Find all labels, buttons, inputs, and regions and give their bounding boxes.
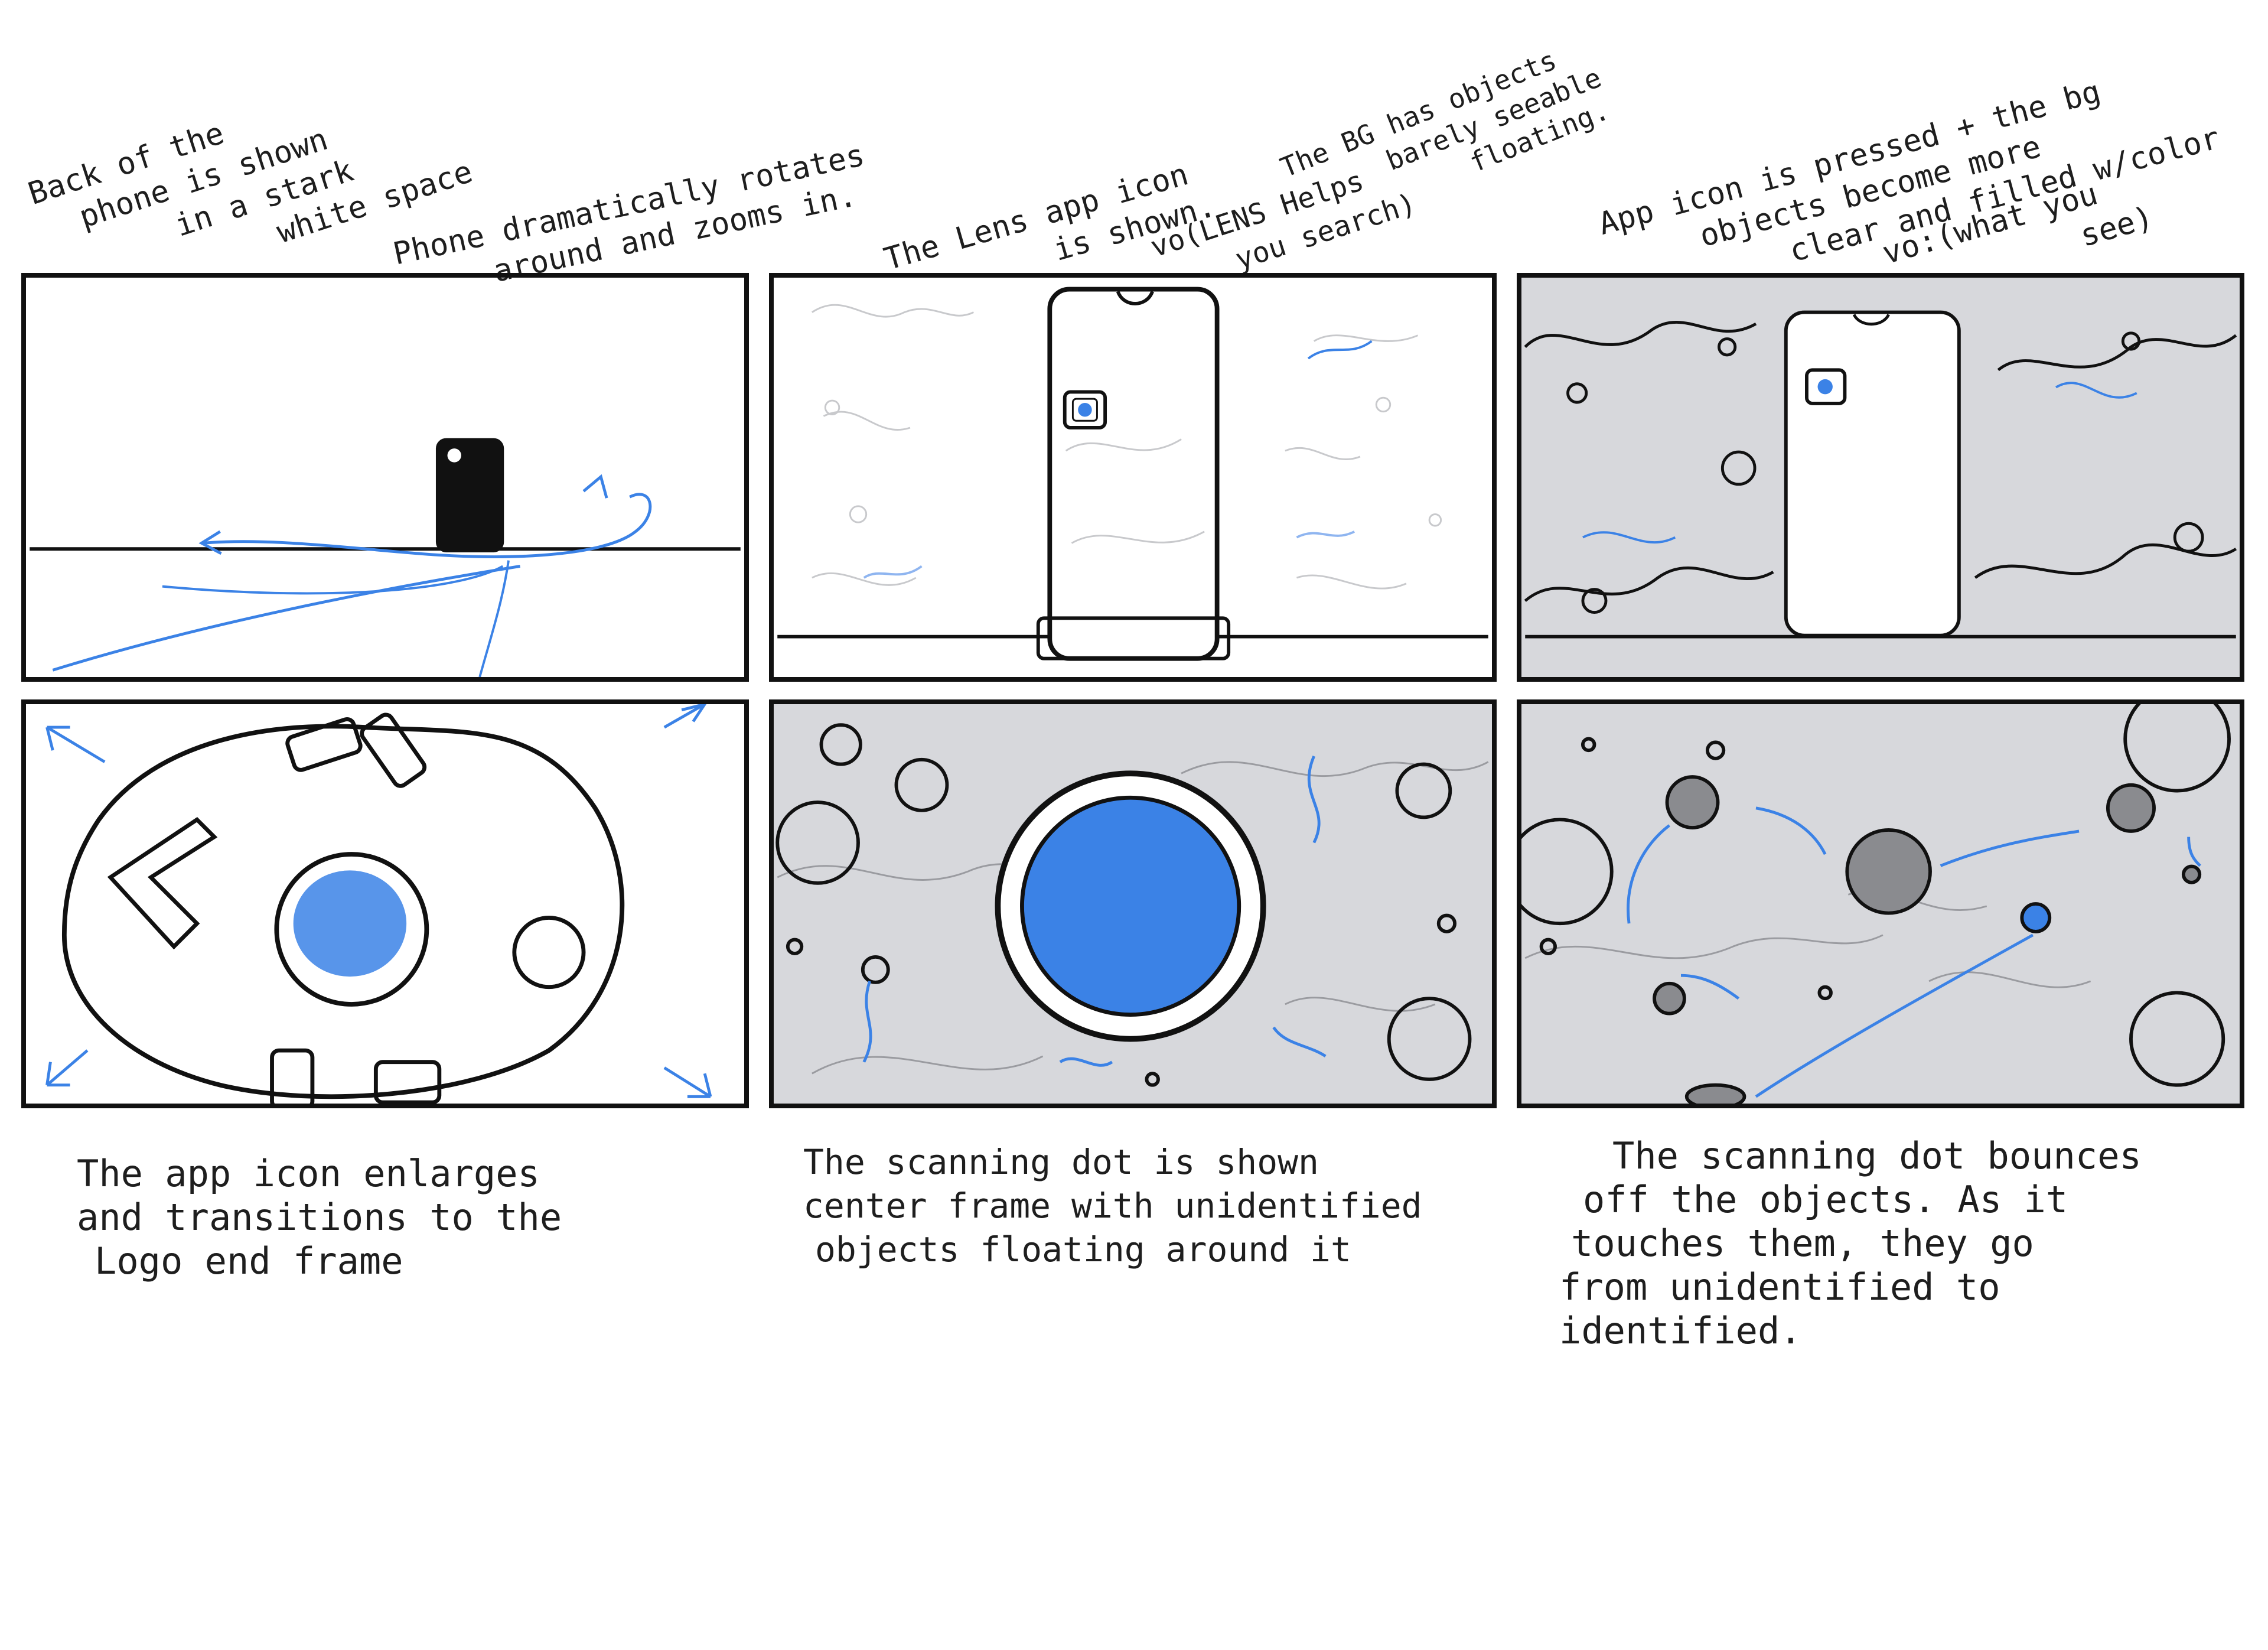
caption-line: off the objects. As it (1583, 1178, 2068, 1221)
faint-floating-objects (812, 304, 1442, 590)
floating-arrow (1582, 531, 1676, 544)
lens-corner-bracket (107, 816, 218, 950)
bounce-arrows (1627, 806, 2201, 1098)
panel-2-drawing (777, 287, 1488, 661)
rotation-arrow (203, 493, 652, 558)
lens-corner-bracket (373, 1060, 442, 1104)
lens-corner-bracket (285, 717, 363, 772)
expand-arrows (45, 704, 712, 1098)
caption-line: and transitions to the (77, 1196, 562, 1239)
lens-icon-dot (1078, 402, 1092, 417)
faint-floating-objects (1065, 438, 1205, 544)
panel-6-drawing (1521, 704, 2231, 1104)
storyboard-panel-1 (21, 273, 749, 682)
swoosh-line (478, 560, 510, 677)
scanning-dot (293, 870, 407, 977)
swoosh-line (162, 565, 504, 595)
caption-line: The scanning dot is shown (803, 1142, 1319, 1182)
storyboard-panel-5 (769, 699, 1497, 1108)
floating-arrow (1296, 531, 1355, 539)
caption-panel-4: The app icon enlarges and transitions to… (77, 1152, 562, 1283)
phone-back (435, 438, 504, 552)
caption-line: Logo end frame (94, 1239, 403, 1283)
floating-arrow (1307, 340, 1373, 360)
camera-lens (447, 448, 461, 463)
caption-line: The scanning dot bounces (1612, 1134, 2142, 1177)
lens-icon-dot (1817, 379, 1833, 395)
caption-line: center frame with unidentified (803, 1186, 1422, 1226)
storyboard-panel-3 (1517, 273, 2244, 682)
caption-panel-6: The scanning dot bounces off the objects… (1559, 1134, 2142, 1353)
caption-line: from unidentified to (1559, 1265, 2000, 1309)
panel-1-drawing (30, 438, 741, 677)
lens-corner-bracket (360, 712, 427, 788)
caption-line: objects floating around it (815, 1229, 1351, 1270)
faint-floating-objects (1524, 890, 2091, 988)
arrow-head (582, 474, 608, 499)
storyboard-panel-4 (21, 699, 749, 1108)
scanning-dot (1020, 795, 1241, 1017)
panel-5-drawing (775, 723, 1489, 1087)
caption-line: touches them, they go (1571, 1222, 2034, 1265)
unidentified-objects (1521, 704, 2231, 1087)
floating-objects (1524, 320, 2237, 614)
arrow-head (198, 530, 222, 555)
phone-notch (1852, 314, 1890, 326)
floating-arrows (862, 755, 1327, 1067)
phone-front (1784, 310, 1961, 637)
caption-line: identified. (1559, 1309, 1802, 1352)
storyboard-panel-6 (1517, 699, 2244, 1108)
panel-4-drawing (45, 704, 712, 1104)
phone-front (1047, 287, 1220, 661)
small-circle (512, 916, 586, 990)
floating-arrow (863, 565, 923, 579)
caption-panel-5: The scanning dot is shown center frame w… (803, 1140, 1422, 1271)
panel-3-drawing (1524, 310, 2237, 639)
caption-line: The app icon enlarges (77, 1152, 540, 1195)
enlarged-icon-outline (61, 724, 625, 1099)
scanning-dot (2020, 902, 2052, 933)
lens-icon-frame (1071, 398, 1098, 422)
phone-notch (1116, 291, 1154, 305)
storyboard-panel-2 (769, 273, 1497, 682)
unidentified-objects (775, 723, 1472, 1087)
lens-corner-bracket (270, 1048, 315, 1104)
swoosh-line (52, 565, 520, 672)
phone-base (1036, 616, 1231, 660)
identified-objects (1653, 775, 2202, 1104)
floating-arrow (2055, 382, 2137, 399)
